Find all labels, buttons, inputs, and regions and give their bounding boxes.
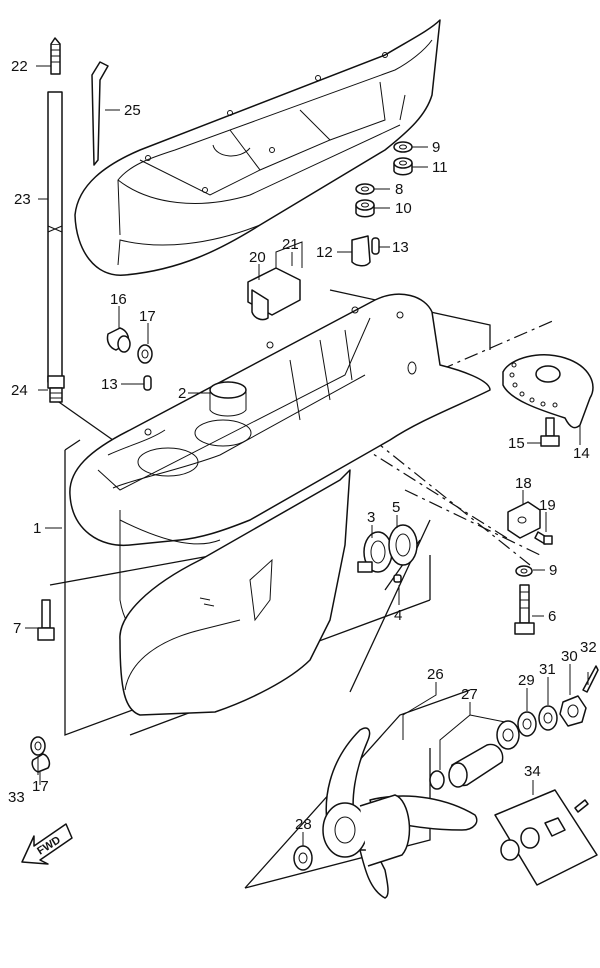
propeller-part (322, 727, 478, 899)
washer-9b-part (515, 565, 533, 577)
thrust-washer-26-part (496, 720, 520, 750)
callout-6: 6 (548, 608, 556, 625)
bolt-15-part (540, 417, 560, 447)
seal-5-part (388, 524, 418, 566)
callout-5: 5 (392, 499, 400, 516)
bracket-20-21-part (247, 241, 303, 321)
gear-case-part (69, 293, 491, 716)
callout-16: 16 (110, 291, 127, 308)
nut-11-part (393, 157, 413, 176)
callout-33: 33 (8, 789, 25, 806)
callout-20: 20 (249, 249, 266, 266)
callout-27: 27 (461, 686, 478, 703)
callout-34: 34 (524, 763, 541, 780)
washer-9-part (393, 141, 413, 153)
callout-13-lower: 13 (101, 376, 118, 393)
callout-3: 3 (367, 509, 375, 526)
drain-plug-33-part (31, 753, 51, 773)
key-4-part (393, 574, 402, 583)
bearing-3-part (357, 531, 393, 573)
nut-30-part (559, 695, 587, 727)
callout-26: 26 (427, 666, 444, 683)
washer-28-part (293, 845, 313, 871)
washer-31-part (538, 705, 558, 731)
callout-14: 14 (573, 445, 590, 462)
callout-29: 29 (518, 672, 535, 689)
callout-23: 23 (14, 191, 31, 208)
bolt-7-part (37, 599, 55, 641)
pin-13b-part (143, 375, 152, 391)
callout-19: 19 (539, 497, 556, 514)
anode-12-part (351, 235, 371, 267)
callout-13-upper: 13 (392, 239, 409, 256)
cotter-pin-32-part (582, 665, 599, 693)
bushing-27-part (429, 743, 504, 790)
callout-24: 24 (11, 382, 28, 399)
gasket-17-part (137, 344, 153, 364)
pin-13-part (371, 237, 380, 255)
fwd-arrow-icon: FWD (21, 823, 73, 865)
callout-9-lower: 9 (549, 562, 557, 579)
callout-17-lower: 17 (32, 778, 49, 795)
spacer-29-part (517, 711, 537, 737)
callout-11: 11 (432, 159, 448, 176)
callout-22: 22 (11, 58, 28, 75)
callout-8: 8 (395, 181, 403, 198)
callout-25: 25 (124, 102, 141, 119)
callout-7: 7 (13, 620, 21, 637)
callout-12: 12 (316, 244, 333, 261)
upper-cover-part (74, 19, 441, 276)
nut-10-part (355, 199, 375, 218)
callout-10: 10 (395, 200, 412, 217)
callout-9-upper: 9 (432, 139, 440, 156)
callout-labels: 22 25 23 9 11 8 10 21 20 12 13 16 17 13 … (8, 58, 597, 833)
gasket-17b-part (30, 736, 46, 756)
anode-18-part (507, 501, 541, 539)
callout-15: 15 (508, 435, 525, 452)
callout-4: 4 (394, 607, 402, 624)
callout-18: 18 (515, 475, 532, 492)
callout-32: 32 (580, 639, 597, 656)
callout-30: 30 (561, 648, 578, 665)
callout-17-upper: 17 (139, 308, 156, 325)
callout-2: 2 (178, 385, 186, 402)
leader-lines (25, 65, 589, 846)
screw-19-part (534, 531, 553, 545)
callout-28: 28 (295, 816, 312, 833)
water-pipe-25-part (91, 61, 109, 166)
washer-8-part (355, 183, 375, 195)
fitting-24-part (47, 375, 65, 403)
kit-34-part (494, 789, 598, 886)
driveshaft-part (47, 91, 63, 383)
callout-1: 1 (33, 520, 41, 537)
bolt-6-part (514, 584, 535, 635)
plug-16-part (106, 327, 131, 353)
callout-31: 31 (539, 661, 556, 678)
trim-tab-anode-14-part (502, 354, 594, 429)
stud-22-part (50, 37, 61, 75)
callout-21: 21 (282, 236, 299, 253)
